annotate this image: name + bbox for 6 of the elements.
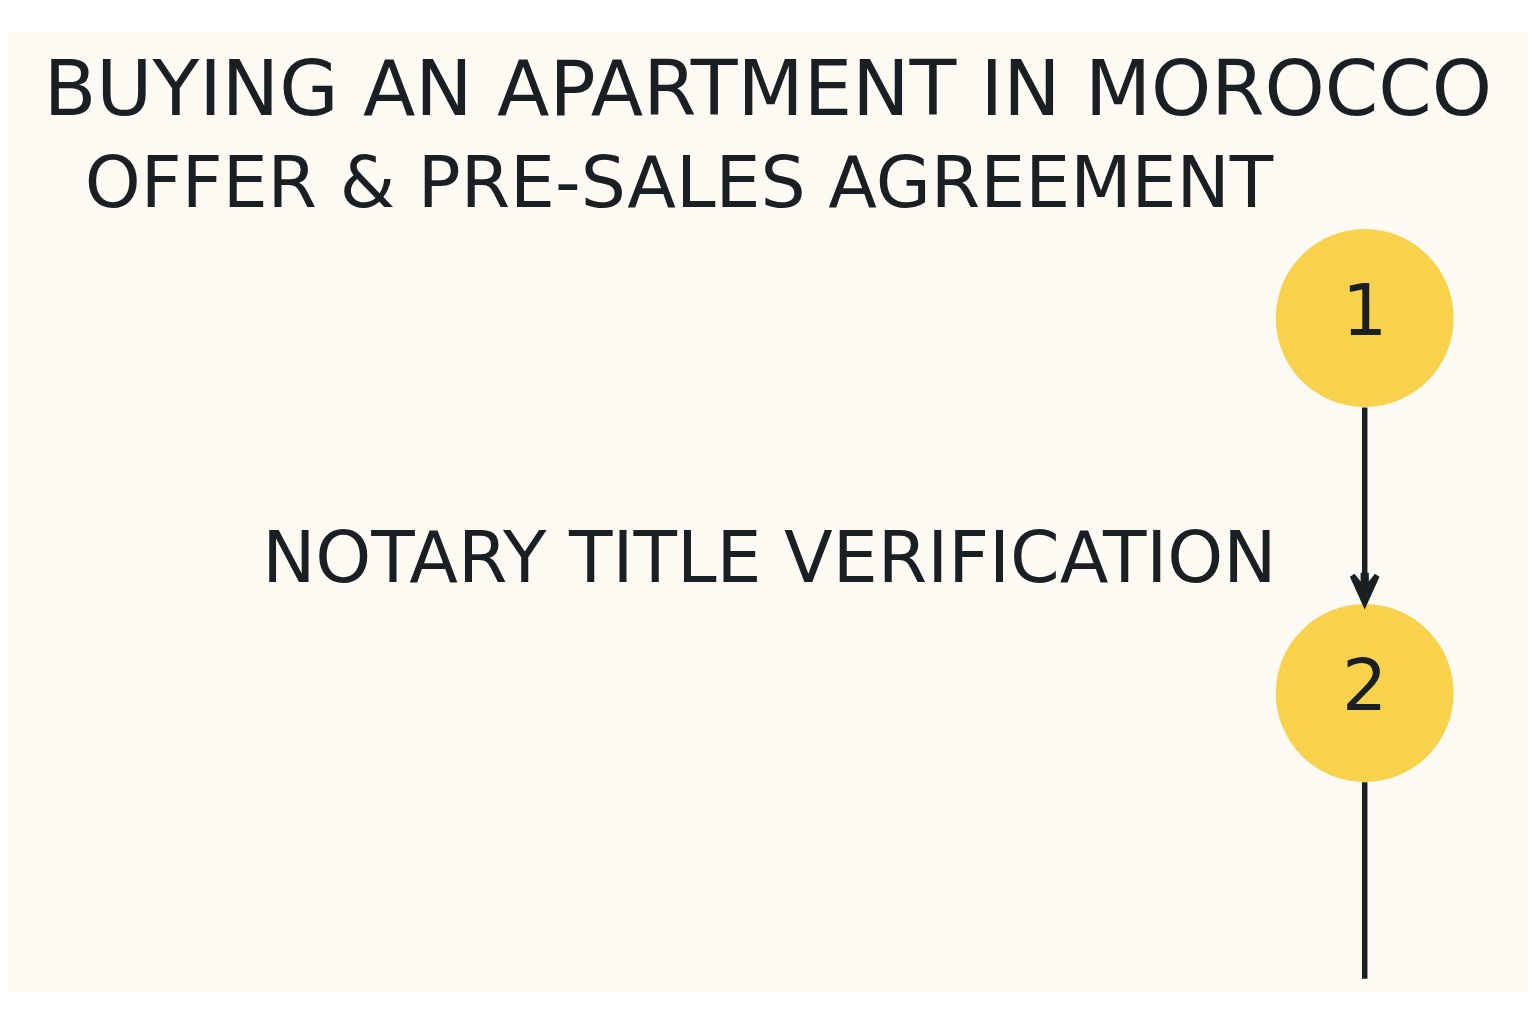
node-label: OFFER & PRE-SALES AGREEMENT bbox=[84, 140, 1274, 224]
node-label: NOTARY TITLE VERIFICATION bbox=[262, 515, 1277, 599]
node-circle: 1 bbox=[1275, 229, 1454, 407]
connector bbox=[1362, 782, 1368, 979]
node-circle: 2 bbox=[1275, 604, 1454, 782]
diagram-title: BUYING AN APARTMENT IN MOROCCO bbox=[43, 44, 1493, 134]
